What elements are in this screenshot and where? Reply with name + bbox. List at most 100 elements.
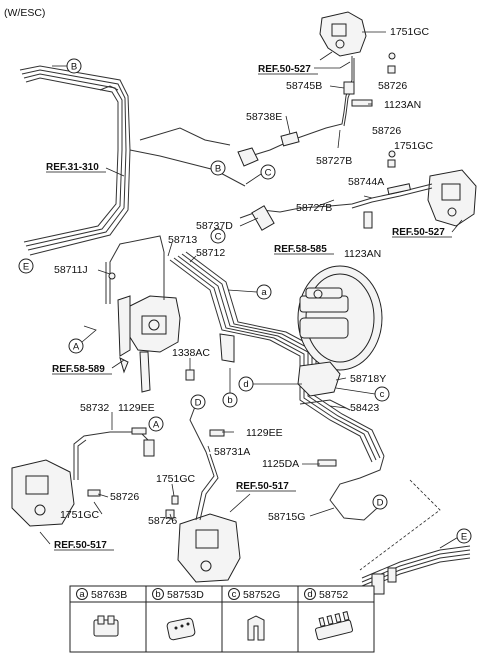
svg-text:B: B (71, 62, 77, 73)
label-58745b: 58745B (286, 80, 322, 92)
caliper-right (427, 169, 477, 227)
svg-text:D: D (195, 398, 202, 409)
caliper-top-right (319, 11, 367, 57)
svg-text:B: B (215, 164, 221, 175)
callout-b-mid: B (210, 160, 226, 176)
label-58726-low-left: 58726 (110, 491, 139, 503)
label-58726-mid: 58726 (372, 125, 401, 137)
ref-58-589: REF.58-589 (52, 364, 105, 375)
legend-cell-a: a 58763B (76, 588, 127, 637)
legend-code-58753d: 58753D (167, 589, 204, 601)
ref-31-310: REF.31-310 (46, 162, 99, 173)
caliper-lower-left (11, 459, 75, 527)
bolt-1123an-mid (363, 211, 373, 229)
variant-label: (W/ESC) (4, 7, 45, 19)
callout-c-mid: C (210, 228, 226, 244)
label-58713: 58713 (168, 234, 197, 246)
bleeder-58726-top (387, 65, 396, 74)
caliper-lower-center (177, 513, 241, 583)
ref-50-517-left: REF.50-517 (54, 540, 107, 551)
callout-d-mid: D (190, 394, 206, 410)
leader-lines (93, 31, 386, 521)
bleeder-1751gc-mid (387, 159, 396, 168)
bolt-58726-top (388, 52, 396, 60)
label-58727b-top: 58727B (316, 155, 352, 167)
bracket-58745b (343, 81, 355, 95)
svg-text:E: E (23, 262, 29, 273)
ref-50-527-right: REF.50-527 (392, 227, 445, 238)
clip-58763b-icon (93, 615, 119, 637)
bracket-58718y (297, 361, 341, 397)
hose-58744a (387, 183, 411, 195)
hose-58738e (237, 131, 300, 167)
label-1751gc-top: 1751GC (390, 26, 430, 38)
svg-text:b: b (155, 589, 160, 600)
label-58711j: 58711J (54, 264, 88, 276)
callout-a-left: A (68, 338, 84, 354)
nut-1338ac (185, 369, 195, 381)
label-1123an-top: 1123AN (384, 99, 421, 111)
svg-text:c: c (380, 389, 385, 400)
label-1751gc-mid: 1751GC (394, 140, 434, 152)
label-58423: 58423 (350, 402, 379, 414)
label-58712: 58712 (196, 247, 225, 259)
label-58744a: 58744A (348, 176, 384, 188)
ref-58-585: REF.58-585 (274, 244, 327, 255)
label-1123an-mid: 1123AN (344, 248, 381, 260)
clip-58753d-icon (166, 617, 196, 641)
legend-cell-b: b 58753D (152, 588, 204, 641)
label-1751gc-low: 1751GC (156, 473, 196, 485)
callout-a-small-1: a (256, 284, 272, 300)
bracket-58732 (143, 439, 155, 457)
bolt-1129ee-left (131, 427, 147, 435)
hose-58737d (251, 205, 275, 231)
callout-c-top: C (260, 164, 276, 180)
svg-text:d: d (243, 379, 248, 390)
legend-cell-c: c 58752G (228, 588, 280, 641)
callout-a-center: A (148, 416, 164, 432)
label-58738e: 58738E (246, 111, 282, 123)
callout-e-lower: E (456, 528, 472, 544)
callout-b-small-1: b (222, 392, 238, 408)
bolt-58726-mid (388, 150, 396, 158)
label-58737d: 58737D (196, 220, 233, 232)
callout-markers: B B C C E a A b (18, 58, 472, 544)
callout-e-left: E (18, 258, 34, 274)
svg-text:a: a (79, 589, 85, 600)
svg-text:C: C (265, 168, 272, 179)
bolt-1129ee-right (209, 429, 225, 437)
svg-text:a: a (261, 287, 267, 298)
pipe-detail-e (361, 545, 471, 595)
legend-code-58752: 58752 (319, 589, 348, 601)
bolt-1123an-top (351, 99, 373, 107)
reference-labels: REF.50-527 REF.31-310 REF.50-527 REF.58-… (39, 51, 463, 551)
label-58726-low-center: 58726 (148, 515, 177, 527)
label-58726-top: 58726 (378, 80, 407, 92)
clip-58752g-icon (247, 615, 265, 641)
bracket-left-center (219, 333, 235, 363)
svg-text:D: D (377, 498, 384, 509)
svg-text:d: d (307, 589, 312, 600)
label-58731a: 58731A (214, 446, 250, 458)
label-58718y: 58718Y (350, 373, 386, 385)
label-58732: 58732 (80, 402, 109, 414)
label-58727b-mid: 58727B (296, 202, 332, 214)
brake-pipe-bundle-left (19, 65, 246, 256)
ref-50-527-top: REF.50-527 (258, 64, 311, 75)
clip-58752-icon (315, 611, 353, 641)
legend-cell-d: d 58752 (304, 588, 353, 641)
label-1129ee-right: 1129EE (246, 427, 283, 439)
callout-d-lower: D (372, 494, 388, 510)
bolt-58726-low-left (87, 489, 101, 497)
label-1125da: 1125DA (262, 458, 299, 470)
legend-code-58752g: 58752G (243, 589, 280, 601)
svg-text:A: A (153, 420, 160, 431)
callout-b-top: B (66, 58, 82, 74)
label-1751gc-low-left: 1751GC (60, 509, 100, 521)
bleeder-1751gc-low (171, 495, 179, 505)
master-cylinder (299, 287, 349, 339)
svg-text:A: A (73, 342, 80, 353)
legend-table: a 58763B b 58753D c 58752G (69, 585, 375, 653)
svg-text:C: C (215, 232, 222, 243)
